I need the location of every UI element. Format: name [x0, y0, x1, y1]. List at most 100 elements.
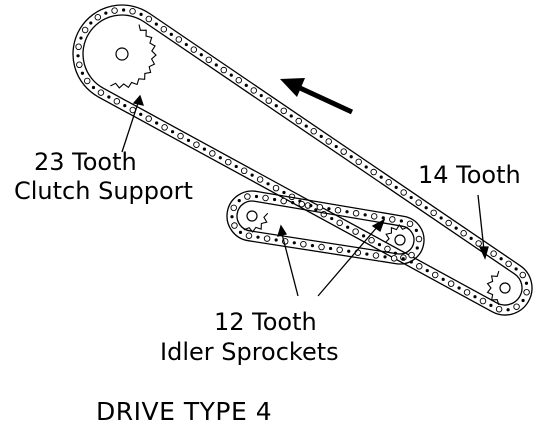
- chain-roller: [334, 206, 342, 214]
- chain-link-pin: [394, 185, 398, 189]
- chain-roller: [355, 158, 362, 166]
- chain-link-pin: [214, 63, 218, 67]
- chain-link-pin: [330, 216, 334, 221]
- chain-link-pin: [409, 195, 413, 200]
- chain-link-pin: [139, 12, 143, 16]
- chain-link-pin: [202, 147, 206, 151]
- chain-roller: [385, 178, 392, 186]
- chain-roller: [389, 216, 396, 223]
- chain-roller: [495, 305, 503, 313]
- chain-link-pin: [274, 104, 278, 108]
- leader-lines: [121, 94, 489, 297]
- chain-roller: [161, 124, 168, 131]
- chain-link-pin: [282, 190, 286, 195]
- chain-link-pin: [199, 53, 203, 57]
- chain-roller: [406, 220, 414, 228]
- sprocket-hub: [499, 282, 511, 294]
- chain-roller: [415, 199, 422, 206]
- chain-link-pin: [328, 246, 333, 251]
- chain-roller: [145, 15, 153, 23]
- chain-roller: [177, 132, 184, 140]
- chain-link-pin: [379, 175, 383, 179]
- leader-line-large: [121, 102, 139, 153]
- chain-roller: [175, 36, 183, 43]
- chain-roller: [352, 210, 360, 217]
- chain-link-pin: [524, 281, 529, 285]
- chain-roller: [81, 26, 89, 34]
- chain-roller: [250, 87, 258, 94]
- chain-link-pin: [234, 164, 238, 169]
- sprocket-teeth: [486, 270, 500, 306]
- chain-roller: [400, 189, 407, 196]
- leader-arrowhead-drive: [478, 246, 489, 260]
- chain-link-pin: [291, 200, 295, 205]
- chain-link-pin: [107, 95, 111, 99]
- chain-roller: [272, 184, 280, 192]
- chain-roller: [336, 246, 343, 254]
- idler-sprocket-left: [243, 210, 269, 233]
- chain-link-pin: [76, 54, 80, 58]
- chain-roller: [298, 200, 306, 208]
- chain-roller: [280, 197, 287, 205]
- chain-link-pin: [334, 144, 338, 149]
- chain-link-pin: [186, 138, 191, 142]
- chain-roller: [190, 46, 198, 53]
- chain-link-pin: [399, 219, 403, 223]
- chain-link-pin: [454, 226, 458, 230]
- chain-roller: [445, 219, 452, 227]
- chain-roller: [408, 251, 415, 259]
- chain-roller: [205, 56, 213, 64]
- chain-roller: [431, 271, 439, 279]
- chain-roller: [76, 61, 83, 69]
- chain-roller: [245, 232, 253, 240]
- chain-link-pin: [266, 182, 270, 186]
- chain-roller: [505, 260, 512, 268]
- chain-link-pin: [425, 269, 429, 273]
- chain-roller: [519, 271, 527, 279]
- leader-arrowhead-idler-right: [371, 218, 386, 233]
- chain-link-pin: [256, 235, 260, 239]
- sprockets: [110, 24, 511, 306]
- chain-roller: [235, 76, 243, 84]
- chain-link-pin: [401, 257, 405, 261]
- sprocket-hub: [246, 210, 258, 222]
- chain-roller: [368, 237, 375, 244]
- chain-roller: [240, 167, 248, 175]
- chain-link-pin: [229, 73, 233, 77]
- chain-roller: [160, 25, 168, 33]
- chain-link-pin: [230, 215, 234, 219]
- chain-link-pin: [363, 213, 367, 217]
- chain-link-pin: [365, 252, 369, 256]
- chain-link-pin: [521, 298, 525, 303]
- chain-link-pin: [489, 303, 493, 307]
- chain-roller: [263, 235, 271, 242]
- chain-roller: [97, 89, 105, 96]
- chains: [72, 4, 533, 316]
- chain-link-pin: [169, 32, 173, 36]
- chain-roller: [475, 240, 482, 247]
- chain-link-pin: [289, 114, 293, 118]
- chain-roller: [490, 250, 497, 257]
- chain-link-pin: [383, 255, 387, 259]
- diagram-title: DRIVE TYPE 4: [96, 397, 272, 426]
- chain-link-pin: [123, 104, 127, 108]
- large-sprocket-23-tooth: [110, 24, 157, 89]
- chain-link-pin: [424, 206, 428, 210]
- chain-link-pin: [292, 241, 296, 245]
- sprocket-teeth: [243, 212, 269, 233]
- idler-sprockets-label-line1: 12 Tooth: [214, 308, 317, 336]
- idler-sprockets-label-line2: Idler Sprockets: [160, 338, 339, 366]
- chain-link-pin: [89, 21, 93, 25]
- chain-inner-rail: [236, 200, 415, 255]
- chain-link-pin: [473, 295, 477, 299]
- chain-link-pin: [319, 134, 323, 138]
- chain-inner-rail: [82, 14, 523, 306]
- chain-link-pin: [441, 277, 445, 281]
- chain-roller: [75, 43, 82, 51]
- chain-link-pin: [457, 286, 461, 290]
- chain-link-pin: [346, 225, 350, 229]
- chain-link-pin: [259, 93, 263, 98]
- chain-roller: [280, 107, 288, 115]
- leader-line-drive: [477, 194, 485, 251]
